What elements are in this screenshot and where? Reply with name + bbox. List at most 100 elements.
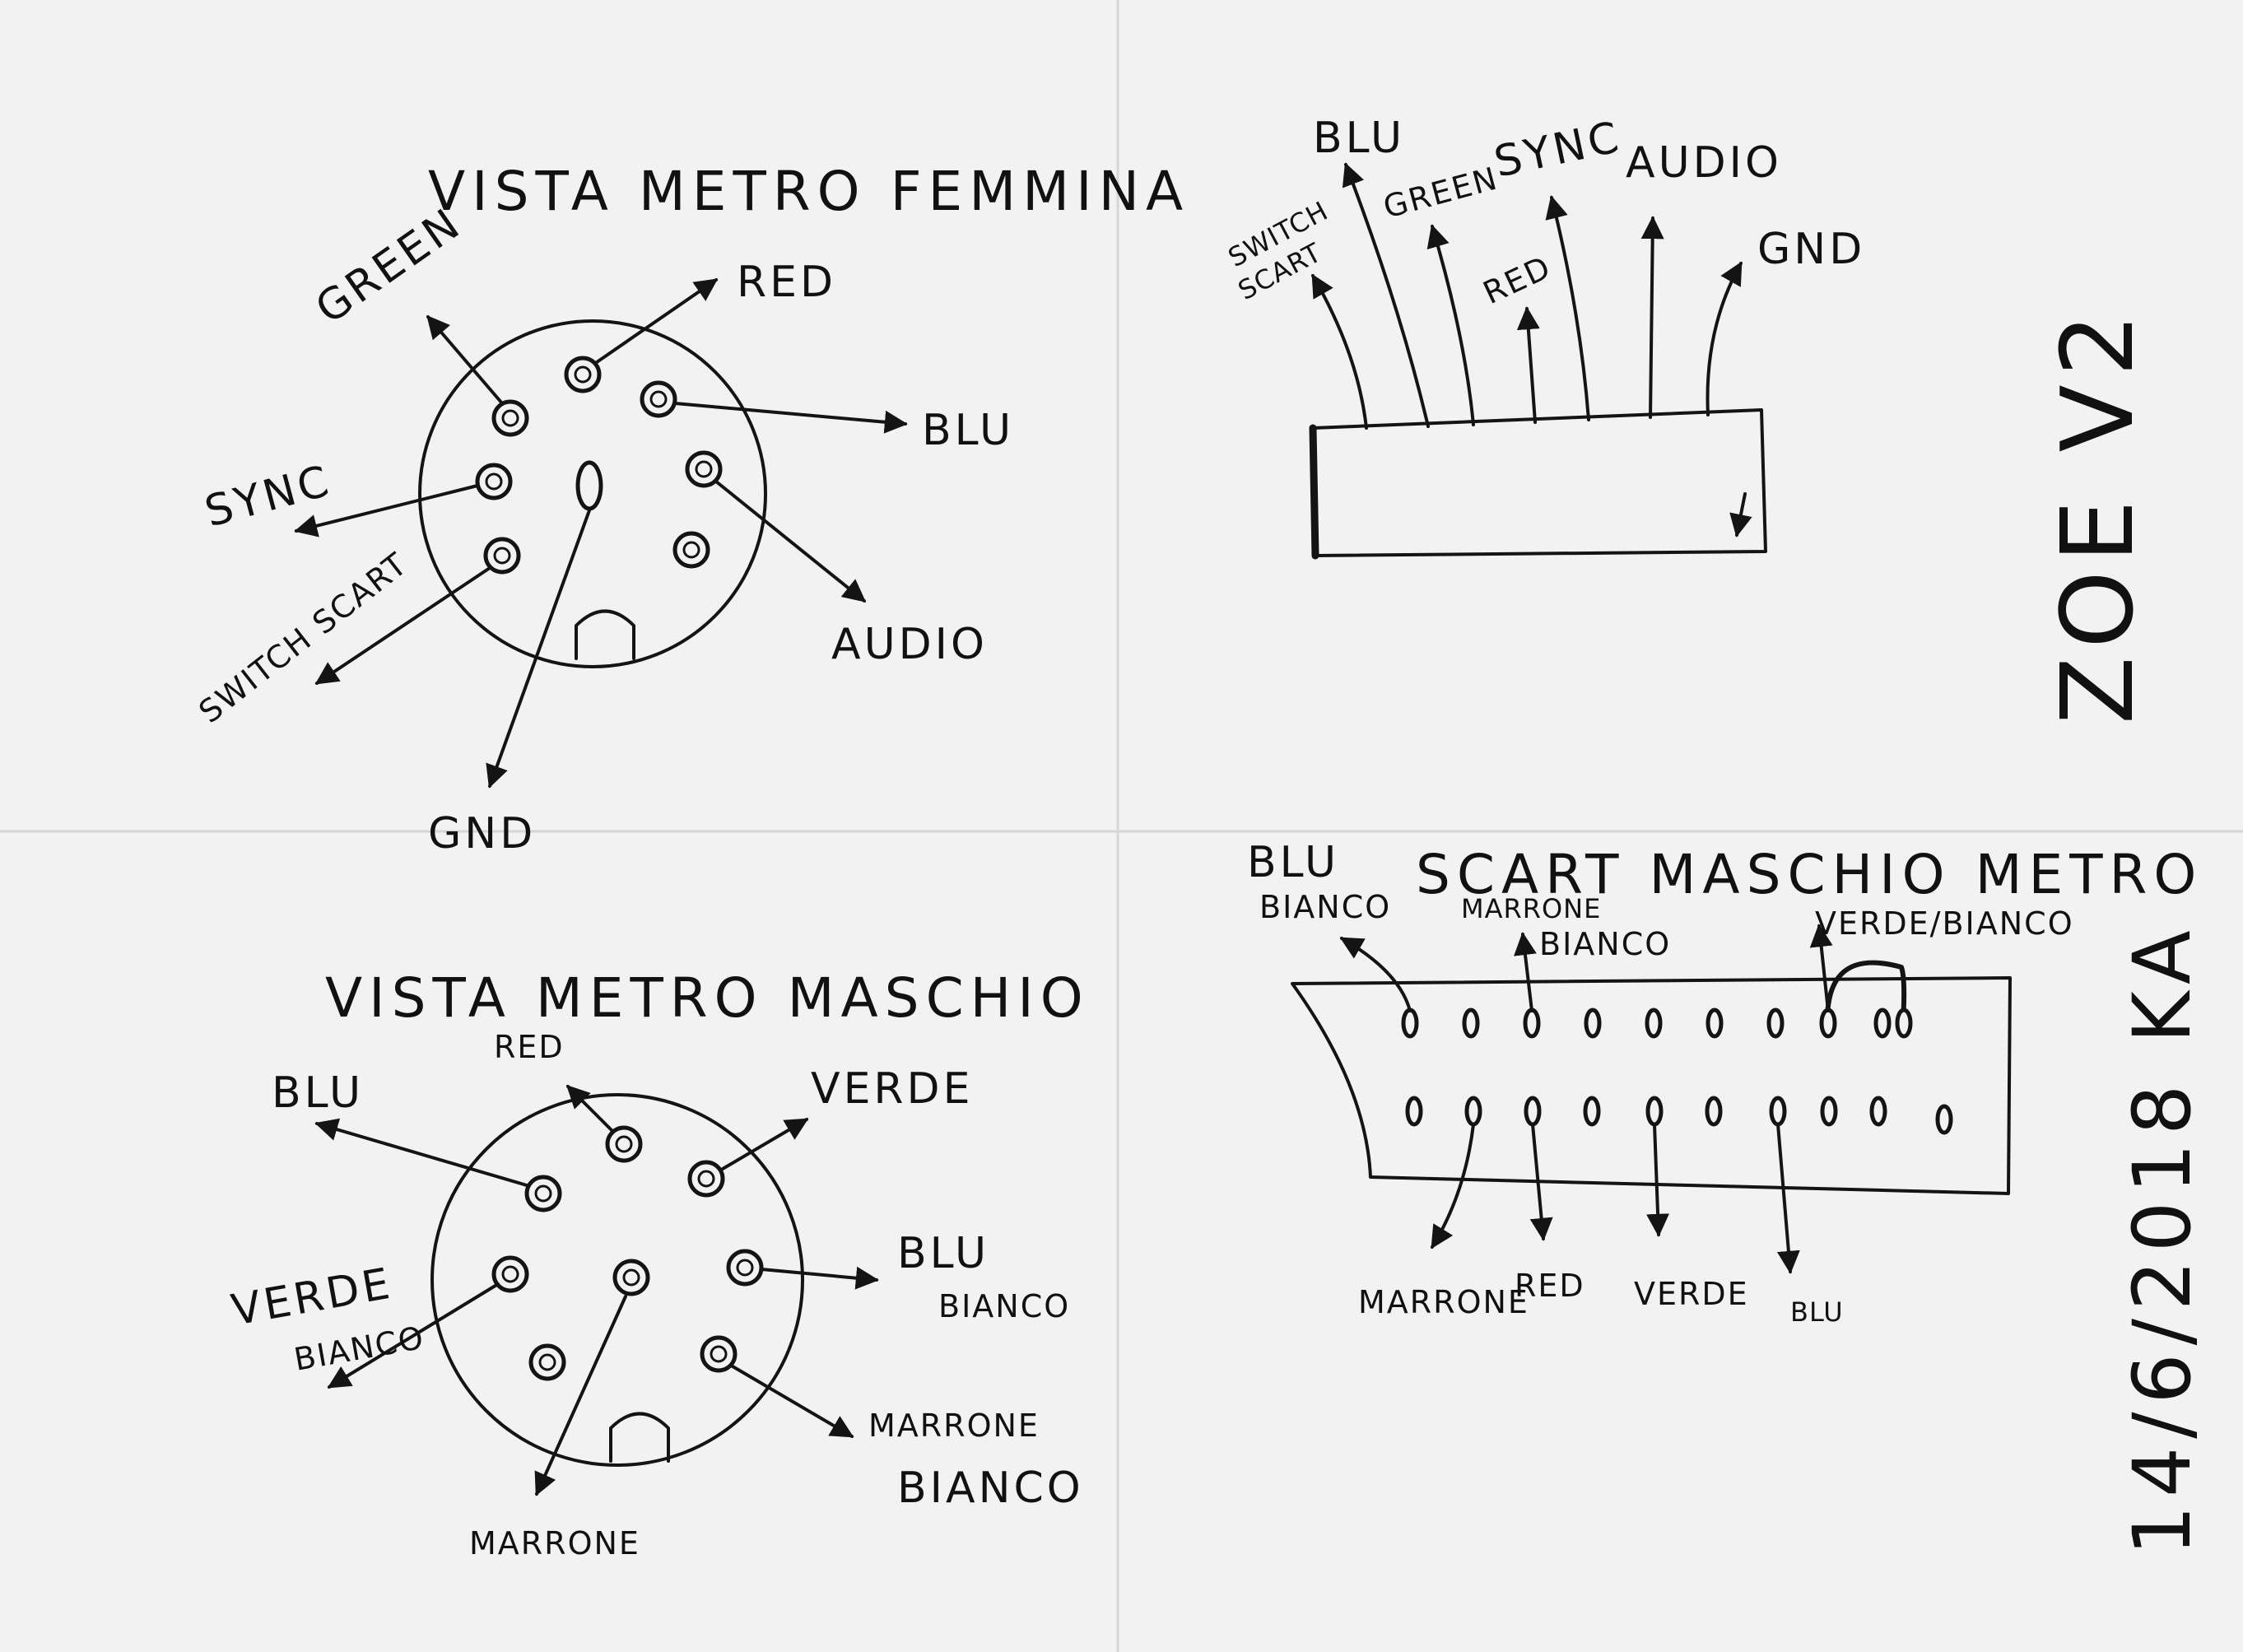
pin-marrone (612, 1259, 650, 1296)
wire-lead (566, 1085, 615, 1133)
pin-red (605, 1125, 643, 1163)
scart-label-marrone-bianco-1: MARRONE (1461, 893, 1601, 924)
wire-lead (731, 1365, 854, 1438)
pin-hole (485, 472, 503, 491)
scart-label-blu-bianco-2: BIANCO (1259, 889, 1391, 925)
header-label-audio: AUDIO (1626, 138, 1782, 188)
connector-body (1311, 408, 1767, 557)
pin-hole (534, 1184, 552, 1203)
header-label-sync: SYNC (1490, 113, 1626, 188)
wire-lead (1516, 306, 1540, 424)
wire-lead (1311, 273, 1368, 430)
wire-lead (327, 1282, 500, 1389)
scart-pin (1401, 1007, 1419, 1039)
male-label-blu-bianco-1: BLU (897, 1229, 989, 1278)
label-red: RED (737, 258, 836, 307)
label-switch-scart: SWITCH SCART (192, 545, 414, 730)
pin-hole (501, 409, 519, 427)
scart-pin (1462, 1007, 1480, 1039)
scart-pin (1820, 1096, 1838, 1127)
wire-lead (1706, 261, 1743, 416)
scart-pin (1584, 1007, 1602, 1039)
pin-switch (483, 537, 521, 575)
scart-label-blu: BLU (1790, 1296, 1844, 1328)
scart-pin (1705, 1096, 1723, 1127)
scart-pin (1464, 1096, 1482, 1127)
label-audio: AUDIO (831, 620, 988, 669)
male-din-pins (491, 1125, 764, 1381)
side-date: 14/6/2018 KA (2116, 922, 2208, 1556)
female-din-diagram: VISTA METRO FEMMINA GREEN RED BLU (192, 160, 1183, 859)
pin-audio (685, 450, 723, 488)
wire-lead (1342, 162, 1430, 428)
pin-sync (475, 463, 513, 500)
side-title: ZOE V2 (2041, 305, 2156, 724)
wire-lead (1809, 924, 1833, 1012)
male-label-marrone-bianco-1: MARRONE (868, 1408, 1040, 1444)
header-leads (1311, 162, 1743, 430)
scart-pin (1405, 1096, 1423, 1127)
wire-lead (314, 566, 491, 685)
pin-hole (697, 1170, 715, 1188)
scart-pin (1524, 1096, 1542, 1127)
wire-lead (1431, 1123, 1475, 1249)
scart-pin (1819, 1007, 1837, 1039)
pin-blu (524, 1175, 562, 1212)
male-label-marrone-bianco-2: BIANCO (897, 1464, 1084, 1513)
wire-lead (1729, 492, 1752, 537)
scart-label-blu-bianco-1: BLU (1247, 838, 1339, 887)
scart-label-red: RED (1515, 1268, 1585, 1304)
wire-lead (534, 1295, 627, 1496)
wire-lead (595, 278, 719, 364)
scart-pin (1869, 1096, 1887, 1127)
pin-blu (640, 380, 677, 418)
wire-lead (1514, 932, 1537, 1012)
pin-hole (622, 1268, 640, 1287)
female-din-labels: GREEN RED BLU SYNC AUDIO SWITCH SCART GN… (192, 198, 1014, 859)
label-green: GREEN (307, 198, 471, 333)
pin-gnd (575, 460, 603, 511)
male-din-title: VISTA METRO MASCHIO (325, 966, 1090, 1030)
pin-hole (501, 1265, 519, 1283)
wire-lead (760, 1266, 879, 1290)
header-label-gnd: GND (1757, 225, 1865, 274)
wire-lead (1339, 937, 1412, 1012)
wire-lead (1309, 424, 1319, 560)
wire-lead (426, 314, 504, 405)
pin-extra (528, 1343, 566, 1381)
female-din-leads (294, 278, 908, 789)
scart-labels: BLU BIANCO MARRONE BIANCO VERDE/BIANCO M… (1247, 838, 2074, 1328)
pin-red (564, 356, 602, 393)
scart-pins (1401, 1007, 1953, 1135)
header-label-red: RED (1477, 249, 1557, 311)
pin-hole (649, 390, 668, 408)
wire-lead (1545, 195, 1590, 421)
pin-marrone-bianco (700, 1335, 738, 1373)
pin-verde-bianco (491, 1255, 529, 1293)
scart-pin (1873, 1007, 1892, 1039)
scart-pin (1935, 1104, 1953, 1135)
pin-blu-bianco (726, 1249, 764, 1287)
label-blu: BLU (922, 406, 1014, 455)
male-label-verde: VERDE (811, 1064, 973, 1114)
header-connector-diagram: BLU GREEN SYNC AUDIO SWITCH SCART RED GN… (1223, 113, 1865, 560)
scart-pin (1583, 1096, 1601, 1127)
pin-green (491, 399, 529, 437)
female-din-key (575, 609, 635, 660)
header-labels: BLU GREEN SYNC AUDIO SWITCH SCART RED GN… (1223, 113, 1865, 312)
male-label-blu-bianco-2: BIANCO (938, 1288, 1070, 1324)
scart-leads (1339, 924, 1833, 1274)
wire-lead (294, 484, 479, 537)
scart-pin (1706, 1007, 1724, 1039)
female-din-pins (475, 356, 723, 575)
pin-hole (493, 547, 511, 565)
wire-lead (314, 1118, 528, 1187)
male-label-verde-bianco-1: VERDE (228, 1259, 397, 1335)
male-label-marrone: MARRONE (469, 1525, 640, 1561)
label-gnd: GND (428, 809, 536, 859)
wire-lead (1426, 224, 1475, 426)
scart-label-verde-bianco: VERDE/BIANCO (1815, 905, 2074, 942)
scart-jumper (1825, 960, 1907, 1023)
